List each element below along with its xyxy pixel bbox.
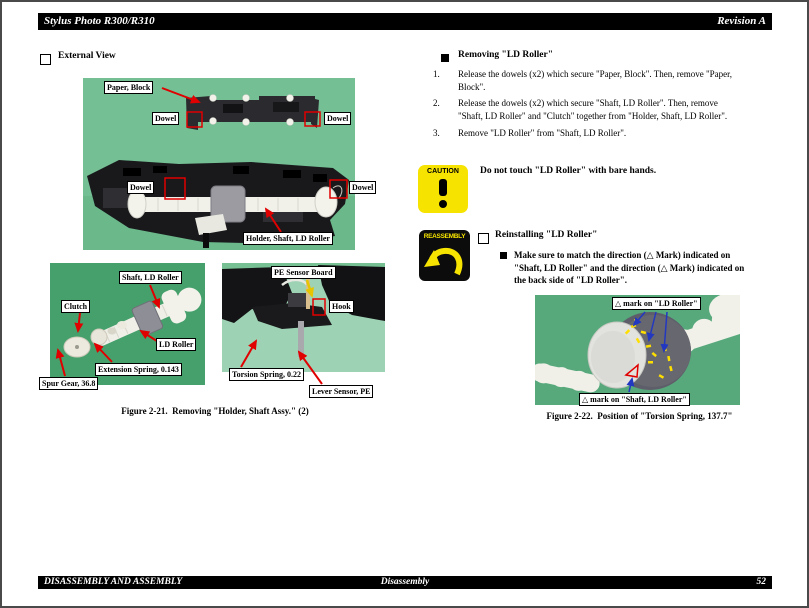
footer-page-number: 52 [756, 577, 767, 587]
part-label-paper-block: Paper, Block [104, 81, 154, 94]
caution-badge-label: CAUTION [427, 168, 459, 175]
step-number: 1. [433, 69, 440, 79]
part-label-dowel: Dowel [152, 112, 180, 125]
reassembly-arrow-icon [424, 247, 463, 276]
figure-2-21-caption: Figure 2-21. Removing "Holder, Shaft Ass… [121, 406, 309, 416]
reassembly-badge-label: REASSEMBLY [423, 233, 466, 240]
footer-section: Disassembly [380, 577, 430, 587]
part-label-hook: Hook [329, 300, 354, 313]
bullet-square-icon [500, 252, 507, 259]
caution-icon: CAUTION [418, 165, 468, 213]
part-label-dowel: Dowel [324, 112, 352, 125]
reassembly-icon: REASSEMBLY [419, 230, 470, 281]
product-title: Stylus Photo R300/R310 [44, 15, 155, 27]
step-text: Remove "LD Roller" from "Shaft, LD Rolle… [458, 128, 627, 138]
footer-chapter: DISASSEMBLY AND ASSEMBLY [44, 577, 183, 587]
removing-heading: Removing "LD Roller" [458, 50, 553, 60]
figure-photo-ld-roller-marks [535, 295, 740, 405]
checkbox-icon [478, 233, 489, 244]
part-label-extension-spring: Extension Spring, 0.143 [95, 363, 182, 376]
part-label-shaft-ld-roller: Shaft, LD Roller [119, 271, 182, 284]
part-label-torsion-spring: Torsion Spring, 0.22 [229, 368, 305, 381]
footer-bar: DISASSEMBLY AND ASSEMBLY Disassembly 52 [38, 576, 772, 589]
bullet-square-icon [441, 54, 449, 62]
revision-label: Revision A [717, 15, 766, 27]
exclamation-icon [439, 179, 447, 196]
caution-text: Do not touch "LD Roller" with bare hands… [480, 166, 657, 176]
checkbox-icon [40, 54, 51, 65]
part-label-lever-sensor: Lever Sensor, PE [309, 385, 374, 398]
part-label-shaft-mark: △ mark on "Shaft, LD Roller" [579, 393, 690, 406]
step-text: Release the dowels (x2) which secure "Pa… [458, 69, 733, 92]
section-title-external-view: External View [58, 51, 116, 61]
figure-2-22-caption: Figure 2-22. Position of "Torsion Spring… [546, 411, 733, 421]
part-label-dowel: Dowel [127, 181, 155, 194]
step-number: 3. [433, 128, 440, 138]
step-text: Release the dowels (x2) which secure "Sh… [458, 98, 728, 121]
step-number: 2. [433, 98, 440, 108]
part-label-ld-mark: △ mark on "LD Roller" [612, 297, 701, 310]
figure-photo-holder-assembly [83, 78, 355, 250]
figure-photo-pe-sensor [222, 263, 385, 372]
part-label-dowel: Dowel [349, 181, 377, 194]
part-label-ld-roller: LD Roller [156, 338, 197, 351]
reinstalling-heading: Reinstalling "LD Roller" [495, 230, 598, 240]
part-label-spur-gear: Spur Gear, 36.8 [39, 377, 99, 390]
part-label-holder-shaft: Holder, Shaft, LD Roller [243, 232, 333, 245]
part-label-clutch: Clutch [61, 300, 91, 313]
reassembly-note: Make sure to match the direction (△ Mark… [514, 250, 745, 285]
part-label-pe-sensor-board: PE Sensor Board [271, 266, 336, 279]
header-bar: Stylus Photo R300/R310 Revision A [38, 13, 772, 30]
